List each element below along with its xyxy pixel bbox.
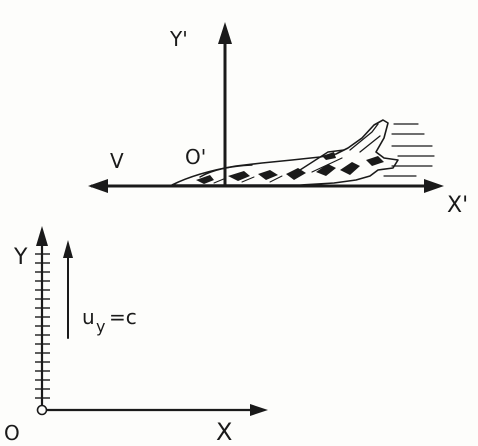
velocity-arrowhead (88, 179, 108, 193)
y-axis-ticks (35, 253, 50, 399)
x-prime-arrowhead (424, 179, 444, 193)
uy-arrowhead (63, 240, 73, 258)
origin-label: O (4, 421, 20, 445)
x-label: X (216, 418, 232, 446)
aircraft-sketch (171, 119, 435, 186)
velocity-label: V (110, 149, 124, 173)
x-prime-label: X' (447, 193, 468, 218)
uy-label-u: u (82, 305, 95, 329)
uy-label-value: =c (109, 305, 137, 329)
x-arrowhead (250, 404, 268, 416)
y-arrowhead (36, 226, 48, 246)
origin-prime-label: O' (185, 145, 206, 169)
y-prime-arrowhead (218, 22, 232, 44)
uy-label-subscript: y (96, 317, 105, 336)
origin-marker (36, 404, 48, 416)
y-label: Y (13, 245, 28, 270)
y-prime-label: Y' (169, 27, 188, 51)
